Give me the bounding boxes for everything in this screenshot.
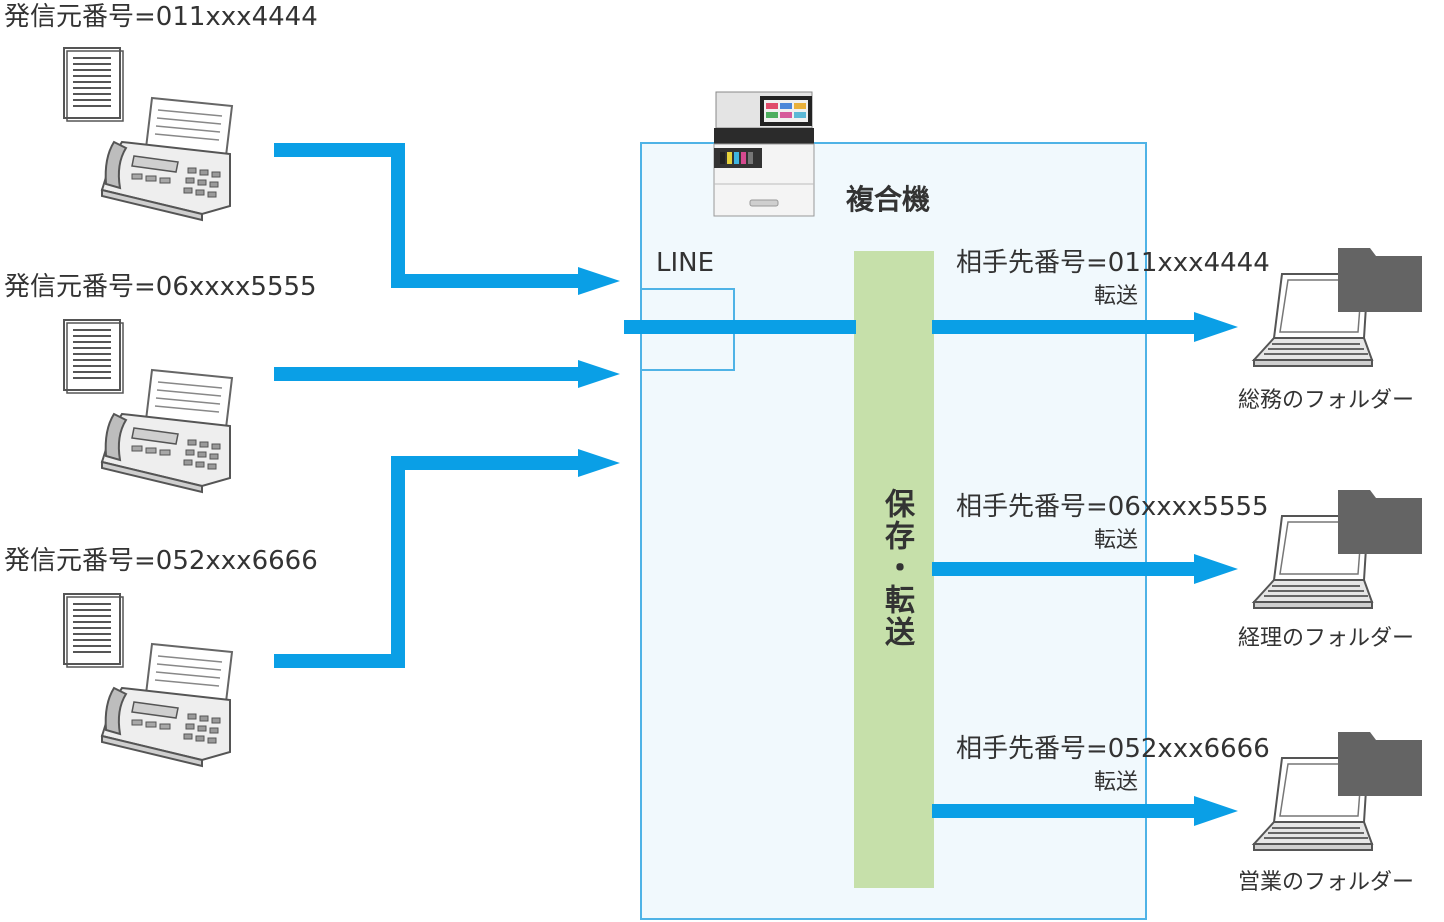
fax-machine-icon: [101, 643, 233, 767]
fax-machine-icon: [101, 97, 233, 221]
outgoing-arrowhead-2: [1194, 554, 1238, 584]
fax-machine-icon: [101, 369, 233, 493]
sender-label-3: 発信元番号=052xxx6666: [4, 546, 318, 576]
process-bar: [854, 251, 934, 888]
laptop-folder-icon: [1253, 489, 1423, 609]
laptop-folder-icon: [1253, 731, 1423, 851]
destination-number-1: 相手先番号=011xxx4444: [956, 248, 1270, 278]
folder-label-3: 営業のフォルダー: [1238, 870, 1415, 895]
outgoing-arrowhead-1: [1194, 312, 1238, 342]
outgoing-arrowhead-3: [1194, 796, 1238, 826]
mfp-title: 複合機: [846, 183, 931, 216]
destination-action-3: 転送: [1094, 770, 1139, 795]
sender-label-1: 発信元番号=011xxx4444: [4, 2, 318, 32]
incoming-arrow-1: [274, 143, 586, 288]
line-label: LINE: [656, 248, 715, 278]
document-icon: [63, 47, 124, 122]
incoming-arrows: [274, 143, 620, 668]
document-icon: [63, 319, 124, 394]
folder-label-1: 総務のフォルダー: [1238, 388, 1415, 413]
destination-number-2: 相手先番号=06xxxx5555: [956, 492, 1269, 522]
mfp-printer-icon: [713, 91, 815, 217]
incoming-arrowhead-3: [578, 449, 620, 477]
laptop-folder-icon: [1253, 247, 1423, 367]
process-label: 保存・転送: [879, 488, 914, 648]
sender-label-2: 発信元番号=06xxxx5555: [4, 272, 317, 302]
folder-label-2: 経理のフォルダー: [1238, 626, 1415, 651]
destination-number-3: 相手先番号=052xxx6666: [956, 734, 1270, 764]
document-icon: [63, 593, 124, 668]
incoming-arrowhead-1: [578, 267, 620, 295]
outgoing-arrows: [932, 312, 1238, 826]
incoming-arrow-3: [274, 456, 586, 668]
destination-action-1: 転送: [1094, 284, 1139, 309]
incoming-arrowhead-2: [578, 360, 620, 388]
destination-action-2: 転送: [1094, 528, 1139, 553]
